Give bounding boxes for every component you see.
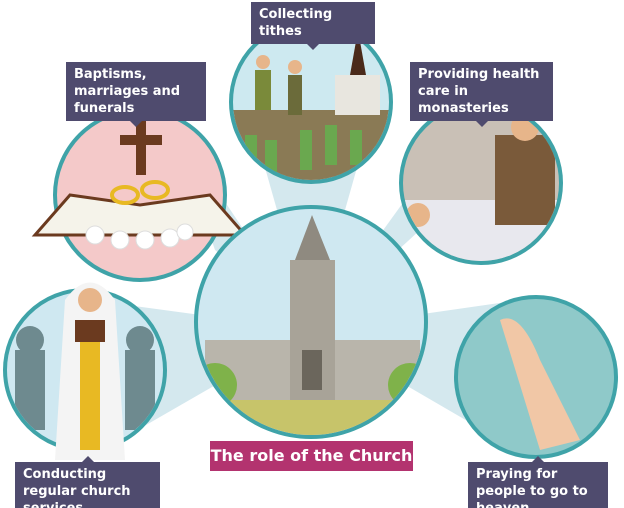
label-praying-for-heaven: Praying for people to go to heaven — [468, 456, 608, 508]
label-health-care: Providing health care in monasteries — [410, 62, 553, 127]
tithes-illustration — [229, 20, 393, 184]
label-church-services: Conducting regular church services — [15, 456, 160, 508]
church-illustration — [194, 205, 428, 439]
baptism-illustration — [31, 108, 249, 282]
label-collecting-tithes: Collecting tithes — [251, 2, 375, 50]
church-service-illustration — [3, 282, 167, 460]
diagram-title: The role of the Church — [210, 441, 413, 471]
label-baptisms-marriages-funerals: Baptisms, marriages and funerals — [66, 62, 206, 127]
praying-hands-illustration — [454, 295, 618, 459]
